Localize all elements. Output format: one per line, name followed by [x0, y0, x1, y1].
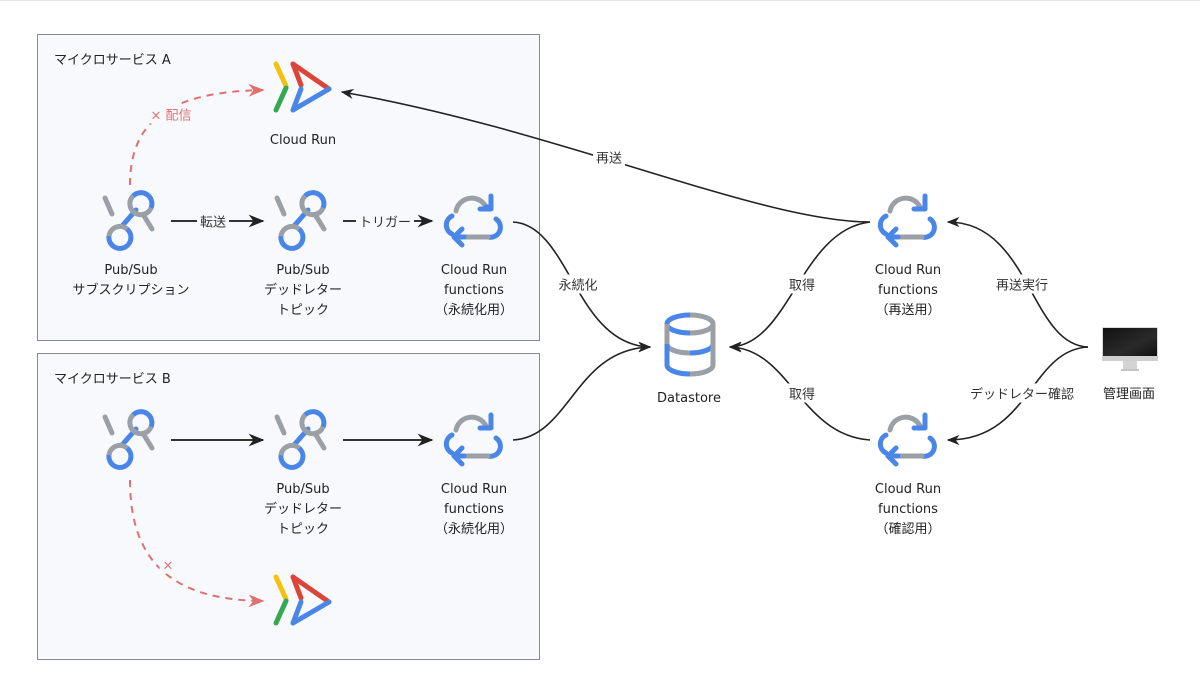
node-label-dead-letter-topic-a: Pub/Sub デッドレター トピック	[264, 261, 342, 321]
group-microservice-b: マイクロサービス B	[37, 353, 540, 660]
label-line: functions	[444, 283, 504, 298]
pubsub-icon	[274, 190, 327, 251]
edge-label-resend: 再送	[592, 147, 626, 167]
label-line: Pub/Sub	[104, 263, 158, 278]
node-label-persist-func-b: Cloud Run functions （永続化用）	[435, 480, 513, 540]
edge-label-run-resend: 再送実行	[992, 274, 1052, 294]
label-line: 管理画面	[1102, 387, 1156, 402]
cloud-run-icon	[273, 574, 332, 626]
node-label-cloud-run-a: Cloud Run	[270, 131, 336, 151]
edge-label-fail-mark: ×	[159, 558, 177, 574]
label-line: Datastore	[657, 391, 721, 406]
pubsub-icon	[102, 190, 155, 251]
edge-deliver-fail-b	[129, 479, 265, 608]
label-line: トピック	[276, 522, 330, 537]
label-line: Cloud Run	[269, 133, 337, 148]
cloud-functions-icon	[443, 193, 503, 248]
label-line: （永続化用）	[434, 303, 514, 318]
edge-label-persist: 永続化	[555, 274, 601, 294]
label-line: デッドレター	[263, 502, 343, 517]
label-line: Cloud Run	[874, 482, 942, 497]
pubsub-icon	[274, 409, 327, 470]
label-line: トピック	[276, 303, 330, 318]
label-line: Pub/Sub	[276, 482, 330, 497]
edge-label-fetch-check: 取得	[785, 383, 819, 403]
edge-label-fetch-resend: 取得	[785, 274, 819, 294]
label-line: サブスクリプション	[72, 283, 190, 298]
edge-label-deliver-fail: × 配信	[147, 104, 195, 124]
cloud-run-icon	[273, 61, 332, 113]
edge-label-check-dl: デッドレター確認	[966, 383, 1078, 403]
label-line: （永続化用）	[434, 522, 514, 537]
label-line: デッドレター	[263, 283, 343, 298]
node-label-check-func: Cloud Run functions （確認用）	[875, 480, 941, 540]
group-microservice-a: マイクロサービス A	[37, 34, 540, 341]
group-title: マイクロサービス B	[54, 372, 171, 387]
node-label-datastore: Datastore	[657, 389, 721, 409]
node-label-persist-func-a: Cloud Run functions （永続化用）	[435, 261, 513, 321]
database-icon	[664, 312, 716, 377]
edge-label-forward: 転送	[196, 211, 230, 231]
label-line: Pub/Sub	[276, 263, 330, 278]
label-line: Cloud Run	[874, 263, 942, 278]
label-line: （再送用）	[875, 303, 941, 318]
pubsub-icon	[102, 409, 155, 470]
label-line: functions	[444, 502, 504, 517]
label-line: functions	[878, 283, 938, 298]
group-title: マイクロサービス A	[54, 53, 171, 68]
cloud-functions-icon	[443, 412, 503, 467]
label-line: Cloud Run	[440, 263, 508, 278]
label-line: Cloud Run	[440, 482, 508, 497]
edge-label-trigger: トリガー	[355, 211, 415, 231]
cloud-functions-icon	[877, 193, 937, 248]
node-label-resend-func: Cloud Run functions （再送用）	[875, 261, 941, 321]
node-label-dead-letter-topic-b: Pub/Sub デッドレター トピック	[264, 480, 342, 540]
monitor-icon	[1102, 327, 1158, 371]
edge-persist-b	[512, 342, 652, 441]
edge-resend	[340, 88, 871, 223]
label-line: （確認用）	[875, 522, 941, 537]
node-label-admin: 管理画面	[1103, 385, 1155, 405]
label-line: functions	[878, 502, 938, 517]
top-border	[0, 0, 1200, 1]
node-label-pubsub-subscription: Pub/Sub サブスクリプション	[72, 261, 189, 301]
cloud-functions-icon	[877, 412, 937, 467]
